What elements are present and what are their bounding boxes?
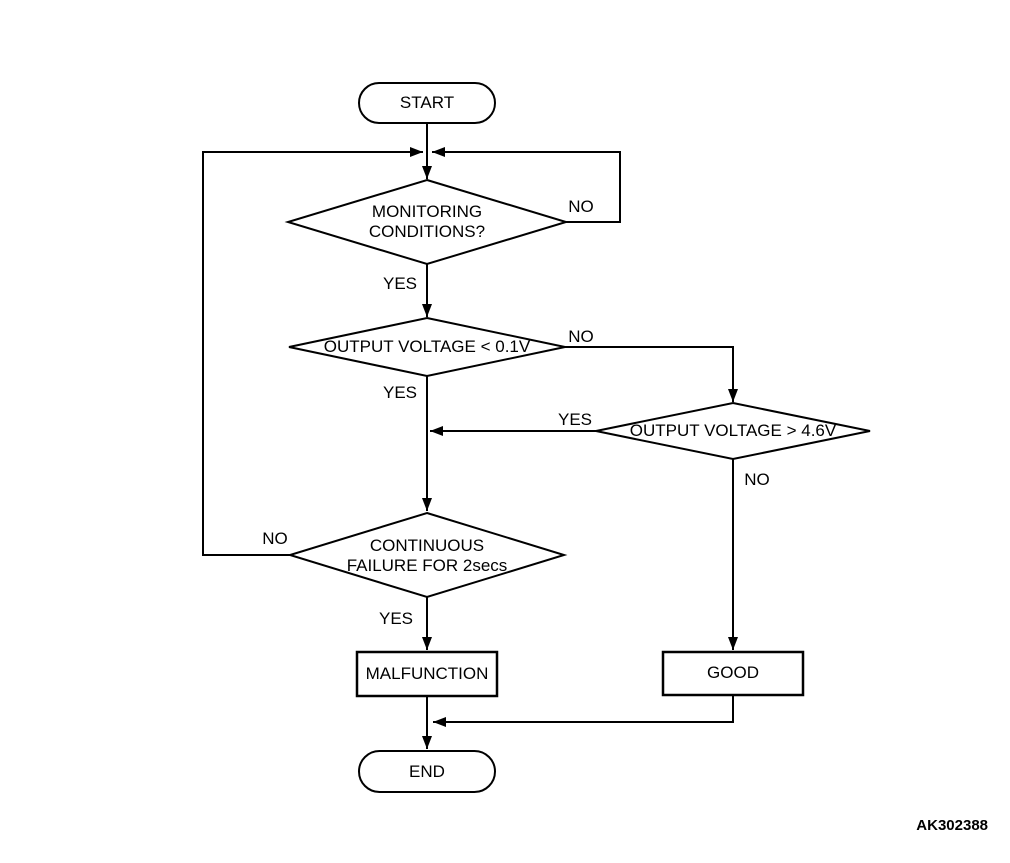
- edge-continuous-no-loop: [202, 147, 423, 556]
- end-node-label: END: [409, 762, 445, 781]
- edge-label-monitoring-yes: YES: [382, 274, 418, 293]
- start-terminal-shape: [358, 82, 496, 124]
- malfunction-process-shape: [355, 650, 499, 698]
- edge-label-output-low-yes: YES: [382, 383, 418, 402]
- output-high-decision-shape: [595, 401, 871, 461]
- edge-label-output-high-no: NO: [744, 470, 770, 489]
- edge-label-output-low-no: NO: [568, 327, 594, 346]
- start-node-label: START: [399, 93, 455, 112]
- good-process-shape: [661, 650, 805, 697]
- monitoring-decision-shape: [284, 178, 570, 266]
- good-process-label: GOOD: [707, 663, 759, 682]
- edge-label-monitoring-no: NO: [568, 197, 594, 216]
- figure-code-label: AK302388: [916, 817, 988, 834]
- edge-monitoring-no-loop: [432, 147, 621, 223]
- edge-good-to-end: [433, 695, 734, 727]
- monitoring-decision-label: MONITORING CONDITIONS?: [368, 202, 486, 241]
- end-terminal-shape: [358, 750, 496, 793]
- edge-output-low-no: [565, 346, 738, 402]
- edge-label-output-high-yes: YES: [557, 410, 593, 429]
- output-high-decision-label: OUTPUT VOLTAGE > 4.6V: [629, 421, 837, 440]
- output-low-decision-shape: [288, 316, 566, 378]
- edge-label-continuous-failure-yes: YES: [378, 609, 414, 628]
- continuous-failure-decision-shape: [286, 511, 568, 599]
- malfunction-process-label: MALFUNCTION: [365, 664, 489, 683]
- edge-label-continuous-failure-no: NO: [262, 529, 288, 548]
- output-low-decision-label: OUTPUT VOLTAGE < 0.1V: [323, 337, 531, 356]
- continuous-failure-decision-label: CONTINUOUS FAILURE FOR 2secs: [346, 536, 508, 575]
